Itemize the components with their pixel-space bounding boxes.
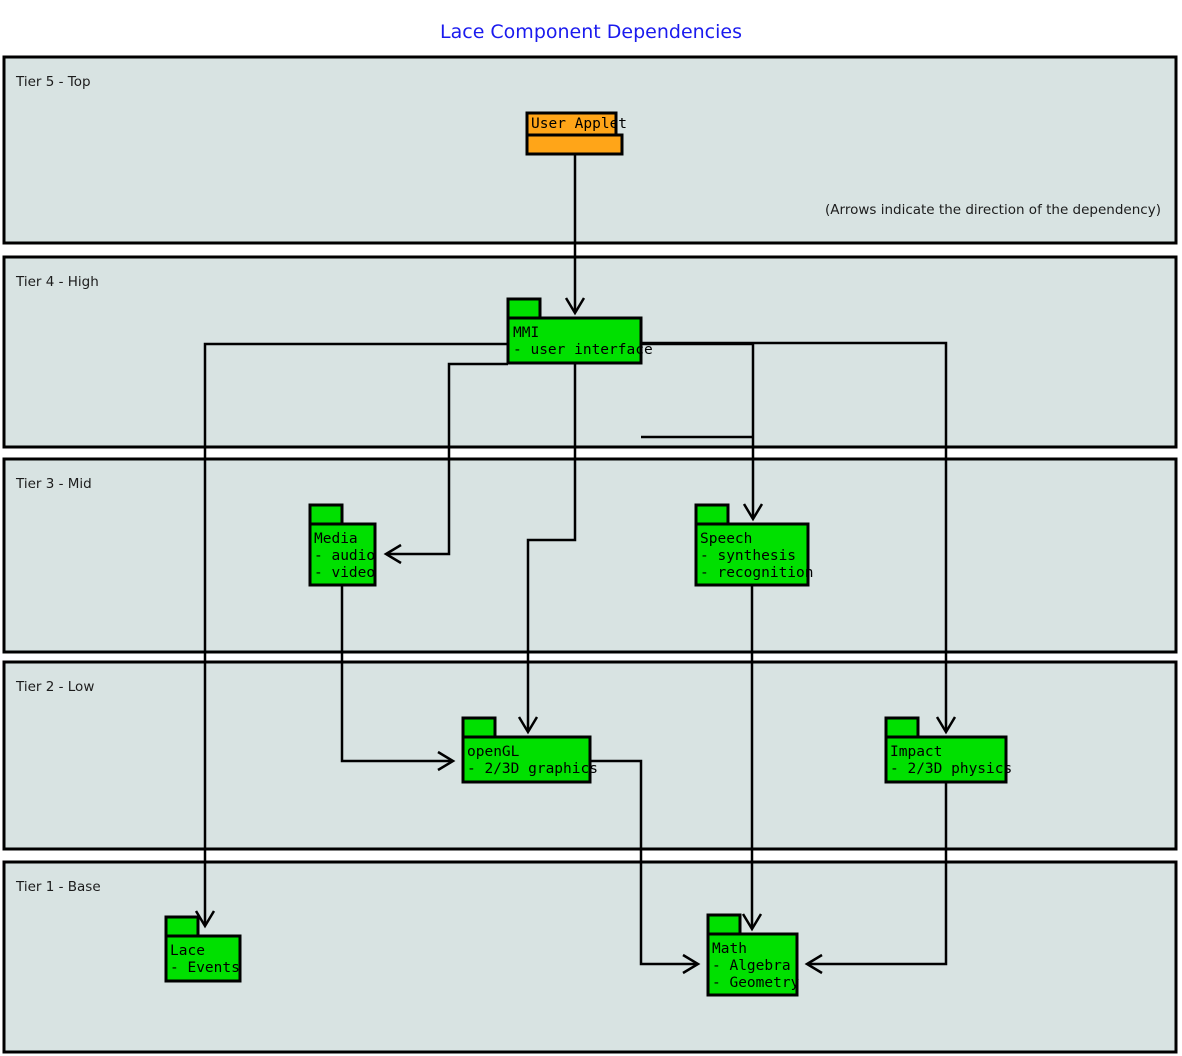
edge-media-to-opengl: [340, 585, 456, 772]
package-label: Media- audio- video: [314, 531, 375, 581]
package-label-line: Impact: [890, 744, 942, 760]
package-label-line: Math: [712, 941, 747, 957]
package-node-impact[interactable]: Impact- 2/3D physics: [884, 716, 1012, 784]
package-body: [884, 735, 1008, 784]
package-node-lace[interactable]: Lace- Events: [164, 915, 242, 983]
tier-label: Tier 2 - Low: [15, 679, 94, 695]
package-label-line: - audio: [314, 548, 375, 564]
package-label-line: openGL: [467, 744, 520, 760]
edge-speech-to-math: [741, 585, 763, 932]
package-tab: [164, 915, 200, 938]
package-label-line: - Algebra: [712, 958, 791, 974]
page-title: Lace Component Dependencies: [440, 21, 742, 43]
package-node-opengl[interactable]: openGL- 2/3D graphics: [461, 716, 598, 784]
tier-panel-tier3: Tier 3 - Mid: [2, 457, 1178, 654]
package-node-speech[interactable]: Speech- synthesis- recognition: [694, 503, 814, 587]
package-body: [308, 522, 377, 587]
tier-label: Tier 5 - Top: [15, 74, 91, 90]
edge-user-applet-to-mmi: [564, 154, 586, 316]
edge-line: [387, 362, 508, 556]
edge-line: [641, 341, 948, 731]
package-label: User Applet: [531, 116, 627, 132]
package-label-line: - Geometry: [712, 975, 800, 991]
package-label-line: Speech: [700, 531, 752, 547]
edge-opengl-to-math: [590, 759, 701, 975]
package-label: Impact- 2/3D physics: [890, 744, 1012, 777]
edge-mmi-to-impact: [641, 341, 957, 735]
edge-line: [340, 585, 452, 763]
edge-arrowhead-icon: [741, 913, 763, 932]
package-tab: [884, 716, 920, 739]
package-label-line: - 2/3D physics: [890, 761, 1012, 777]
package-label-line: Media: [314, 531, 358, 547]
package-label: openGL- 2/3D graphics: [467, 744, 598, 777]
edge-line: [203, 342, 508, 925]
package-label-line: - recognition: [700, 565, 814, 581]
package-node-math[interactable]: Math- Algebra- Geometry: [706, 913, 800, 997]
package-tab: [308, 503, 344, 526]
edge-arrowhead-icon: [682, 953, 701, 975]
tier-label: Tier 4 - High: [15, 274, 99, 290]
package-node-mmi[interactable]: MMI- user interface: [506, 297, 653, 365]
edge-arrowhead-icon: [804, 953, 823, 975]
package-label-line: - synthesis: [700, 548, 796, 564]
tier-panel-rect: [2, 457, 1178, 654]
package-tab: [694, 503, 730, 526]
tier-label: Tier 1 - Base: [15, 879, 101, 895]
package-label-line: Lace: [170, 943, 205, 959]
package-body: [525, 133, 624, 156]
package-body: [506, 316, 643, 365]
edge-arrowhead-icon: [935, 716, 957, 735]
package-tab: [506, 297, 542, 320]
package-label-line: - video: [314, 565, 375, 581]
edge-arrowhead-icon: [742, 503, 764, 522]
edge-mmi-to-opengl: [517, 363, 577, 735]
dependency-edges-layer: [194, 154, 957, 975]
package-node-user-applet[interactable]: User Applet: [525, 111, 627, 156]
edge-mmi-to-media: [383, 362, 508, 565]
package-label: Speech- synthesis- recognition: [700, 531, 814, 581]
edge-line: [590, 759, 697, 966]
edge-arrowhead-icon: [437, 750, 456, 772]
package-label: MMI- user interface: [513, 325, 653, 358]
package-body: [694, 522, 810, 587]
edge-arrowhead-icon: [383, 543, 402, 565]
edge-line: [808, 782, 948, 966]
package-tab: [461, 716, 497, 739]
package-label-line: - 2/3D graphics: [467, 761, 598, 777]
package-tab: [706, 913, 742, 936]
package-label: Math- Algebra- Geometry: [712, 941, 800, 991]
package-body: [164, 934, 242, 983]
tier-panel-tier4: Tier 4 - High: [2, 255, 1178, 449]
edge-arrowhead-icon: [517, 716, 539, 735]
arrow-direction-note: (Arrows indicate the direction of the de…: [825, 202, 1161, 218]
tier-label: Tier 3 - Mid: [15, 476, 92, 492]
package-label: Lace- Events: [170, 943, 240, 976]
edge-impact-to-math: [804, 782, 948, 975]
package-body: [706, 932, 799, 997]
edge-arrowhead-icon: [564, 297, 586, 316]
package-label-line: - Events: [170, 960, 240, 976]
edge-line: [526, 363, 577, 731]
package-node-media[interactable]: Media- audio- video: [308, 503, 377, 587]
package-label-line: User Applet: [531, 116, 627, 132]
package-label-line: - user interface: [513, 342, 653, 358]
package-label-line: MMI: [513, 325, 539, 341]
package-body: [461, 735, 592, 784]
tier-panel-rect: [2, 255, 1178, 449]
